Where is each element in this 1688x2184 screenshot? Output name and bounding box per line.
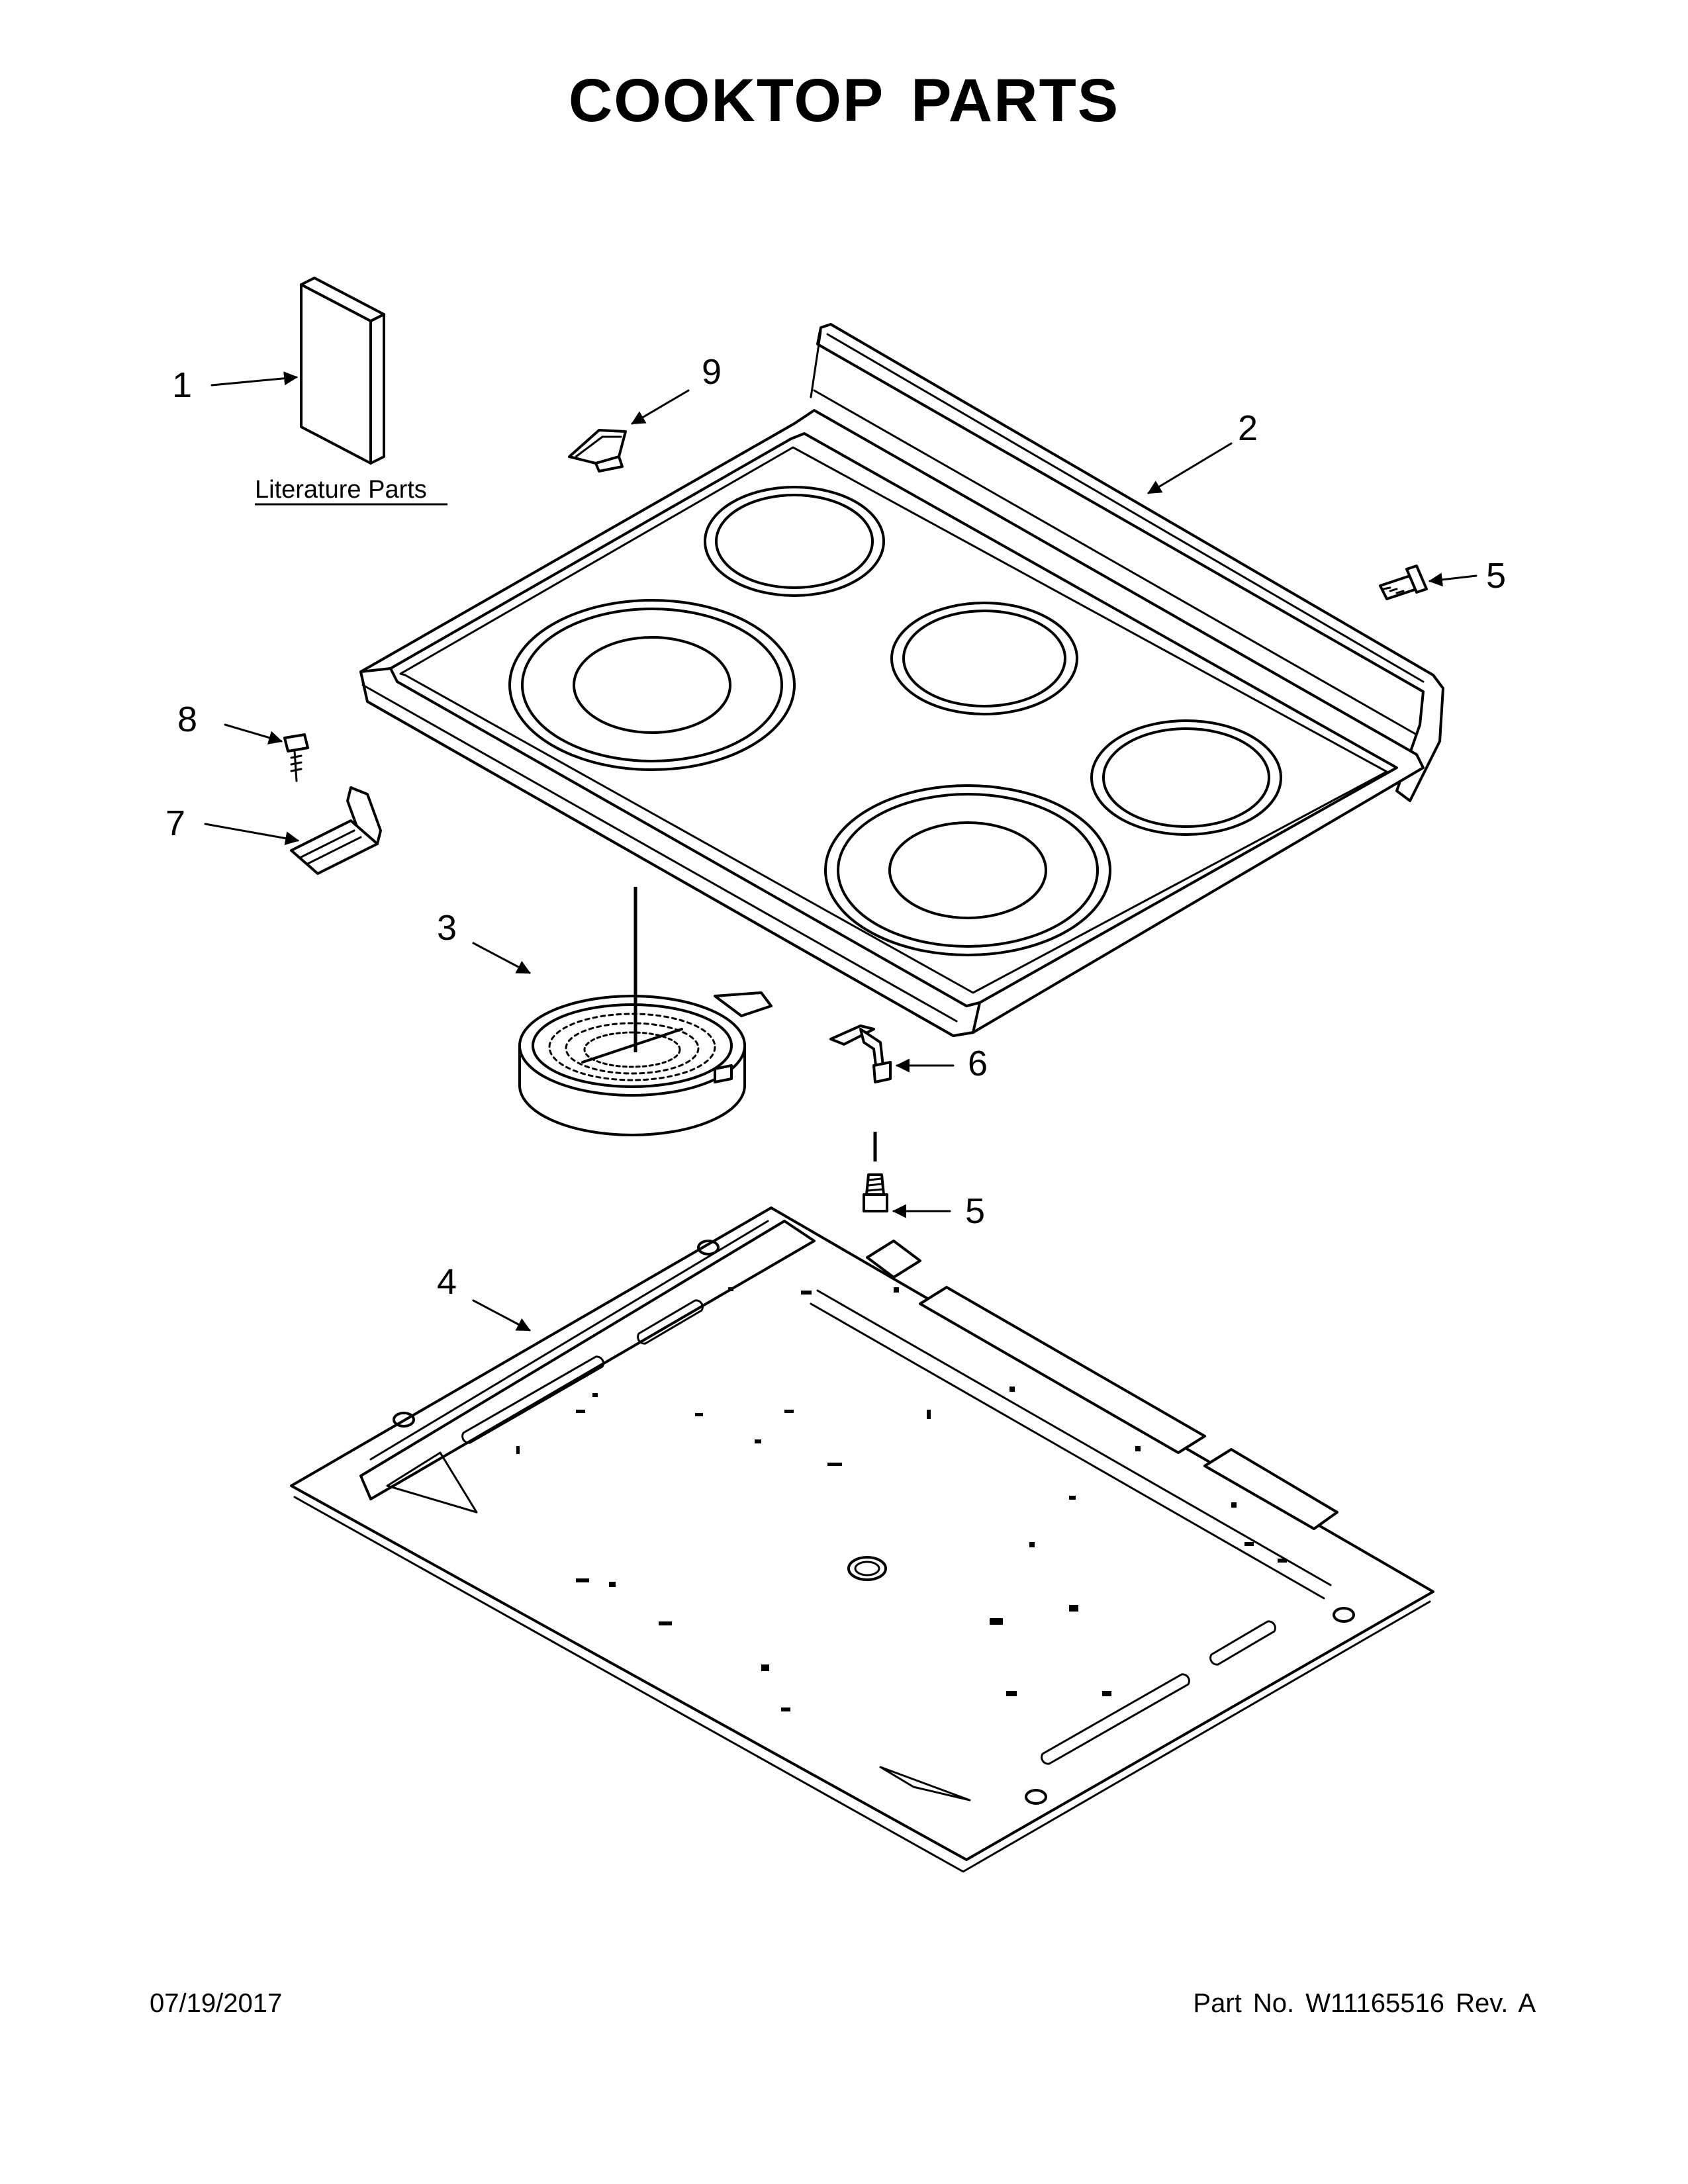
part-5-screw-lower[interactable]	[863, 1132, 888, 1212]
callout-5a-label[interactable]: 5	[1486, 556, 1506, 596]
page-title: COOKTOP PARTS	[568, 67, 1120, 134]
part-9-clip[interactable]	[568, 429, 627, 473]
callout-4-label[interactable]: 4	[437, 1262, 457, 1302]
part-3-radiant-element[interactable]	[518, 991, 773, 1136]
callout-4-leader	[472, 1299, 531, 1332]
part-6-clip[interactable]	[829, 1024, 892, 1083]
callout-2-leader	[1147, 442, 1233, 494]
callout-9-label[interactable]: 9	[702, 352, 722, 392]
footer-date: 07/19/2017	[150, 1989, 283, 2018]
footer-part-number: Part No. W11165516 Rev. A	[1193, 1989, 1536, 2018]
part-7-bracket[interactable]	[290, 786, 382, 875]
callout-8-label[interactable]: 8	[177, 700, 197, 739]
callout-1-leader	[211, 371, 299, 387]
callout-3-leader	[472, 942, 531, 974]
callout-5a-leader	[1428, 572, 1477, 587]
callout-6-label[interactable]: 6	[968, 1044, 988, 1083]
callout-5b-label[interactable]: 5	[965, 1191, 985, 1231]
callout-8-leader	[224, 723, 283, 745]
callout-3-label[interactable]: 3	[437, 908, 457, 948]
part-8-screw[interactable]	[283, 733, 309, 782]
part-1-literature-booklet[interactable]	[300, 277, 385, 465]
part-5-screw-upper[interactable]	[1379, 565, 1428, 600]
callout-2-label[interactable]: 2	[1238, 408, 1258, 448]
part-4-bottom-support-pan[interactable]	[290, 1206, 1434, 1873]
callout-1-label[interactable]: 1	[172, 365, 192, 405]
part-2-cooktop-main-top[interactable]	[359, 323, 1444, 1037]
literature-parts-label[interactable]: Literature Parts	[255, 476, 427, 504]
callout-9-leader	[631, 389, 690, 425]
callout-7-leader	[204, 823, 300, 846]
callout-7-label[interactable]: 7	[165, 803, 185, 843]
